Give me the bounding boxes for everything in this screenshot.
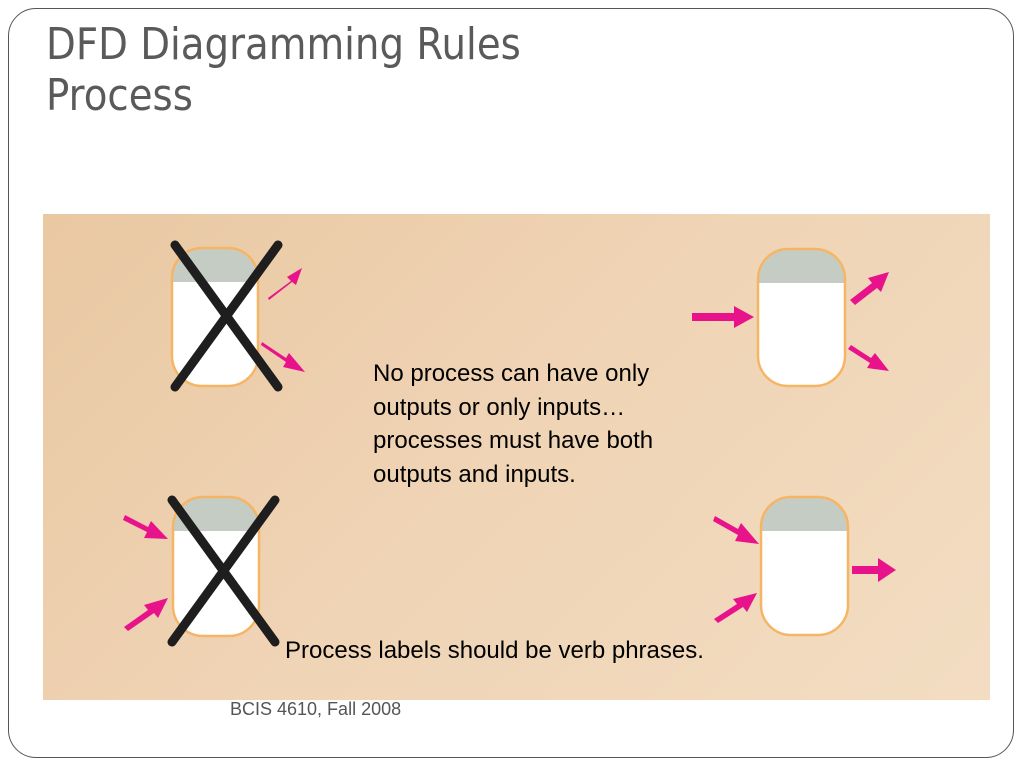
process-label-rule-text: Process labels should be verb phrases. — [285, 637, 704, 664]
process-symbol-icon — [759, 495, 850, 637]
cross-out-mark-icon — [167, 495, 280, 647]
flow-arrow-icon — [713, 516, 759, 544]
slide-title-line-1: DFD Diagramming Rules — [46, 19, 521, 70]
process-inputs-and-output — [713, 495, 896, 637]
process-symbol-icon — [170, 246, 260, 388]
flow-arrow-icon — [261, 342, 305, 372]
flow-arrow-icon — [852, 558, 896, 582]
flow-arrow-icon — [848, 345, 889, 371]
cross-out-mark-icon — [170, 240, 283, 392]
process-inputs-and-outputs — [692, 247, 889, 388]
flow-arrow-icon — [268, 268, 302, 300]
slide-footer: BCIS 4610, Fall 2008 — [230, 699, 402, 719]
process-only-outputs — [170, 240, 305, 392]
flow-arrow-icon — [124, 598, 168, 631]
rule-explanation-text: No process can have only outputs or only… — [373, 360, 654, 488]
flow-arrow-icon — [714, 593, 757, 623]
flow-arrow-icon — [123, 515, 168, 539]
slide-title-line-2: Process — [46, 69, 193, 121]
slide-title: DFD Diagramming Rules Process — [46, 19, 521, 121]
process-only-inputs — [123, 495, 280, 647]
flow-arrow-icon — [850, 272, 889, 305]
flow-arrow-icon — [692, 306, 754, 328]
process-symbol-icon — [756, 247, 847, 388]
